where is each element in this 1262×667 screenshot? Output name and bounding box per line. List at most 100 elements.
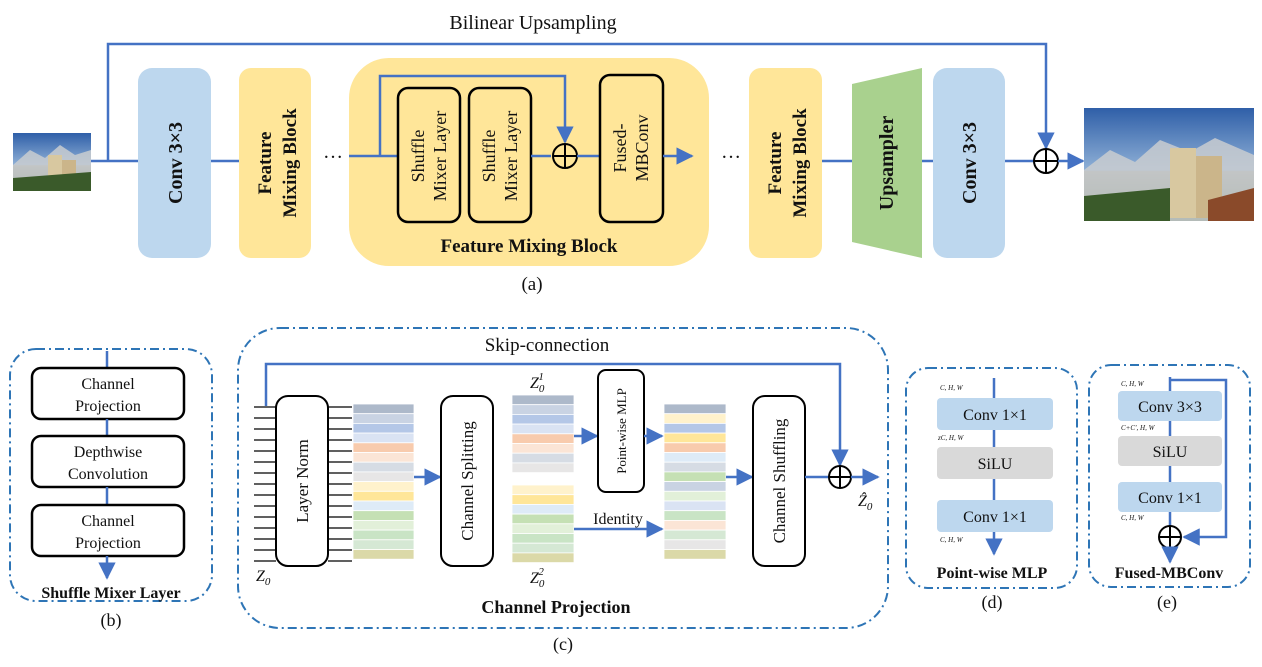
c-z1: Z01 [530,371,545,395]
feature-stripe [511,433,575,444]
c-skip-line [264,362,849,467]
feature-stripe [352,481,415,492]
add-icon-output [1033,148,1059,174]
e-add-icon [1158,525,1182,549]
b-title: Shuffle Mixer Layer [41,585,180,602]
caption-a: (a) [521,274,542,295]
feature-stripe [511,523,575,534]
caption-c: (c) [553,634,573,655]
c-split-stack-bottom [511,484,575,564]
feature-stripe [352,520,415,531]
caption-b: (b) [101,610,122,631]
feature-stripe [663,432,727,444]
e-dim2: C+C', H, W [1121,424,1156,432]
feature-stripe [352,422,415,434]
c-feature-stack-1 [352,403,415,560]
e-conv1 [1118,391,1222,421]
fmb-title: Feature Mixing Block [441,236,618,257]
c-add-icon [828,465,852,489]
c-skip-label: Skip-connection [485,335,610,356]
fmb-label-1b: Mixing Block [280,108,301,218]
c-channel-splitting [440,395,494,567]
e-conv2-label: Conv 1×1 [1138,490,1202,507]
panel-e-border [1088,364,1251,588]
c-layer-norm [275,395,329,567]
e-dim3: C, H, W [1121,514,1145,522]
output-image [1084,108,1254,221]
e-conv2 [1118,482,1222,512]
feature-stripe [352,413,415,424]
feature-stripe [663,422,727,434]
feature-stripe [511,513,575,525]
c-pointwise-label: Point-wise MLP [614,388,629,474]
feature-stripe [663,452,727,463]
feature-stripe [511,552,575,564]
feature-stripe [352,442,415,453]
feature-stripe [352,461,415,473]
c-zhat: Ẑ0 [858,491,873,513]
shuffle-mixer-layer-1 [396,86,462,224]
feature-stripe [352,510,415,521]
d-conv1 [937,398,1053,430]
fmb-detail-block [349,58,709,266]
d-dim2: zC, H, W [937,434,964,442]
feature-stripe [352,452,415,463]
c-pointwise-mlp [597,369,645,493]
fmb-skip-line [378,74,574,156]
c-split-stack-top [511,394,575,473]
c-layer-norm-label: Layer Norm [293,439,312,523]
caption-d: (d) [982,592,1003,613]
feature-stripe [663,549,727,560]
fused-b: MBConv [632,114,652,181]
d-conv2 [937,500,1053,532]
c-channel-shuffling-label: Channel Shuffling [770,418,789,543]
feature-stripe [511,443,575,454]
feature-stripe [511,533,575,544]
conv-label-1: Conv 3×3 [165,122,187,204]
panel-d-border [905,367,1078,589]
ellipsis-1: … [323,141,343,163]
sml2-a: Shuffle [479,130,499,183]
feature-stripe [663,539,727,550]
upsampler-label: Upsampler [876,116,898,211]
input-image [13,133,91,191]
feature-stripe [352,500,415,512]
b-item3-b: Projection [75,535,141,552]
e-silu [1118,436,1222,466]
feature-stripe [663,442,727,453]
feature-stripe [511,452,575,464]
feature-stripe [663,520,727,531]
sml1-a: Shuffle [408,130,428,183]
c-ln-output-lines [328,406,352,562]
upsampler-block [852,68,922,258]
sml2-b: Mixer Layer [501,111,521,201]
fused-a: Fused- [610,123,630,172]
feature-stripe [352,432,415,444]
c-feature-stack-3 [663,403,727,560]
d-conv2-label: Conv 1×1 [963,509,1027,526]
feature-stripe [352,471,415,482]
panel-b-border [9,348,213,602]
b-item1-b: Projection [75,398,141,415]
fmb-block-2 [749,68,822,258]
feature-stripe [511,462,575,473]
e-dim1: C, H, W [1121,380,1145,388]
add-icon-fmb [552,143,578,169]
e-conv1-label: Conv 3×3 [1138,399,1202,416]
fmb-label-2a: Feature [765,132,786,195]
ellipsis-2: … [721,141,741,163]
bilinear-skip-line [106,42,1055,161]
c-title: Channel Projection [481,597,630,617]
feature-stripe [511,423,575,435]
d-dim3: C, H, W [940,536,964,544]
d-title: Point-wise MLP [937,565,1048,582]
d-silu-label: SiLU [978,456,1013,473]
feature-stripe [663,461,727,473]
c-channel-splitting-label: Channel Splitting [458,421,477,541]
feature-stripe [663,510,727,521]
d-conv1-label: Conv 1×1 [963,407,1027,424]
b-item1-a: Channel [81,376,135,393]
c-z2: Z02 [530,566,545,590]
feature-stripe [663,500,727,512]
